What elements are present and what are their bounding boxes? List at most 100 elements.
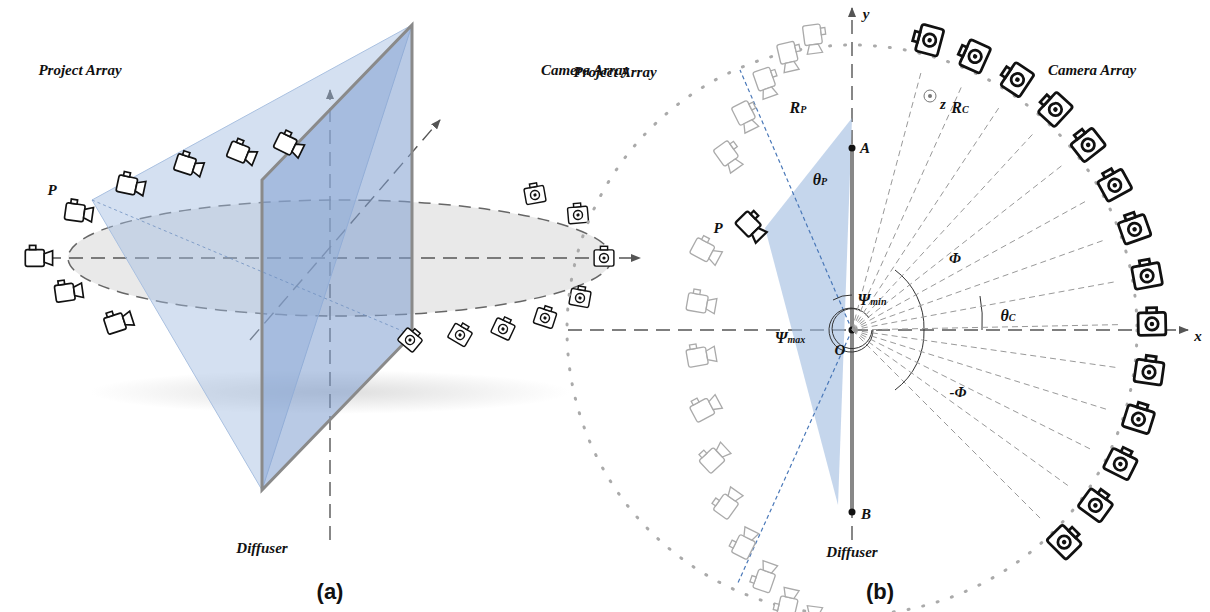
label: θP bbox=[813, 171, 827, 189]
camera-icon bbox=[910, 23, 944, 57]
view-line bbox=[852, 330, 1110, 410]
camera-icon bbox=[569, 285, 592, 308]
label: P bbox=[47, 182, 56, 199]
camera-icon bbox=[567, 202, 588, 223]
projector-icon bbox=[116, 171, 147, 197]
camera-icon bbox=[447, 320, 474, 347]
projector-icon bbox=[54, 278, 84, 303]
camera-icon bbox=[1046, 521, 1085, 560]
projector-icon bbox=[226, 137, 259, 167]
radius-line bbox=[740, 70, 852, 330]
camera-icon bbox=[1116, 209, 1151, 244]
label: RC bbox=[951, 99, 968, 117]
label: Φ bbox=[949, 250, 961, 267]
camera-icon bbox=[491, 314, 517, 340]
view-line bbox=[852, 330, 1043, 521]
view-line bbox=[852, 330, 1071, 488]
panel-caption: (b) bbox=[866, 580, 894, 604]
projector-icon bbox=[748, 559, 778, 593]
view-line bbox=[852, 132, 1035, 330]
panel-caption: (a) bbox=[317, 580, 344, 604]
view-line bbox=[852, 325, 1122, 330]
projector-icon bbox=[25, 245, 52, 266]
camera-icon bbox=[1034, 88, 1073, 127]
ray bbox=[92, 200, 412, 335]
projector-icon bbox=[273, 128, 307, 159]
x-axis bbox=[568, 329, 1188, 330]
projector-icon bbox=[102, 306, 134, 334]
view-line bbox=[852, 281, 1118, 330]
y-axis bbox=[851, 8, 852, 540]
label: Camera Array bbox=[1048, 62, 1136, 79]
camera-icon bbox=[1067, 124, 1106, 163]
projector-icon bbox=[173, 149, 205, 177]
camera-icon bbox=[397, 325, 425, 353]
view-line bbox=[852, 330, 1119, 368]
label: y bbox=[863, 6, 870, 23]
camera-icon bbox=[533, 304, 558, 329]
point-a bbox=[849, 145, 856, 152]
label: A bbox=[860, 140, 870, 157]
z-symbol-dot bbox=[928, 94, 932, 98]
camera-icon bbox=[1078, 484, 1116, 522]
projector-icon bbox=[777, 40, 805, 73]
label: O bbox=[835, 342, 846, 359]
angle-arc bbox=[895, 270, 924, 330]
projector-icon bbox=[731, 98, 763, 133]
projector-icon bbox=[727, 524, 759, 559]
projector-icon bbox=[735, 208, 771, 244]
projector-icon bbox=[709, 484, 744, 520]
view-line bbox=[852, 200, 1088, 330]
camera-icon bbox=[523, 182, 546, 205]
view-line bbox=[852, 105, 1001, 330]
view-line bbox=[852, 330, 1094, 451]
panel-a bbox=[25, 25, 640, 540]
projector-icon bbox=[686, 288, 718, 315]
projector-icon bbox=[798, 605, 824, 612]
label: Ψmax bbox=[775, 329, 806, 347]
z-symbol bbox=[924, 90, 936, 102]
projector-icon bbox=[689, 233, 725, 266]
camera-icon bbox=[594, 246, 614, 266]
label: x bbox=[1194, 328, 1202, 345]
view-line bbox=[852, 84, 963, 330]
camera-icon bbox=[1134, 354, 1165, 385]
diffuser-plane bbox=[262, 25, 412, 490]
label: Project Array bbox=[38, 62, 121, 79]
label: Diffuser bbox=[236, 540, 287, 557]
projector-icon bbox=[753, 65, 783, 99]
projector-icon bbox=[64, 198, 94, 223]
panel-b bbox=[567, 8, 1188, 612]
view-line bbox=[852, 69, 922, 330]
view-line bbox=[852, 239, 1106, 330]
label: P bbox=[713, 220, 722, 237]
label: RP bbox=[790, 99, 807, 117]
label: Ψmin bbox=[858, 291, 887, 309]
angle-arc bbox=[980, 296, 982, 330]
camera-icon bbox=[1103, 443, 1140, 480]
projector-icon bbox=[802, 23, 828, 54]
camera-icon bbox=[1131, 257, 1163, 289]
label: Diffuser bbox=[824, 544, 879, 561]
view-line bbox=[852, 163, 1065, 330]
projector-icon bbox=[772, 586, 800, 612]
camera-icon bbox=[996, 59, 1034, 97]
label: B bbox=[861, 506, 871, 523]
camera-icon bbox=[1138, 307, 1166, 335]
label: θC bbox=[1001, 307, 1016, 325]
projector-icon bbox=[713, 138, 748, 174]
label: z bbox=[940, 96, 946, 113]
projector-icon bbox=[687, 390, 723, 423]
projector-icon bbox=[696, 438, 732, 474]
camera-icon bbox=[1095, 164, 1132, 201]
projection-cone bbox=[92, 25, 412, 490]
point-b bbox=[849, 509, 856, 516]
angle-arc bbox=[895, 330, 924, 390]
angle-arc bbox=[833, 295, 852, 300]
projector-icon bbox=[685, 341, 717, 368]
camera-icon bbox=[955, 37, 991, 73]
label: Project Array bbox=[573, 64, 656, 81]
camera-icon bbox=[1122, 400, 1156, 434]
